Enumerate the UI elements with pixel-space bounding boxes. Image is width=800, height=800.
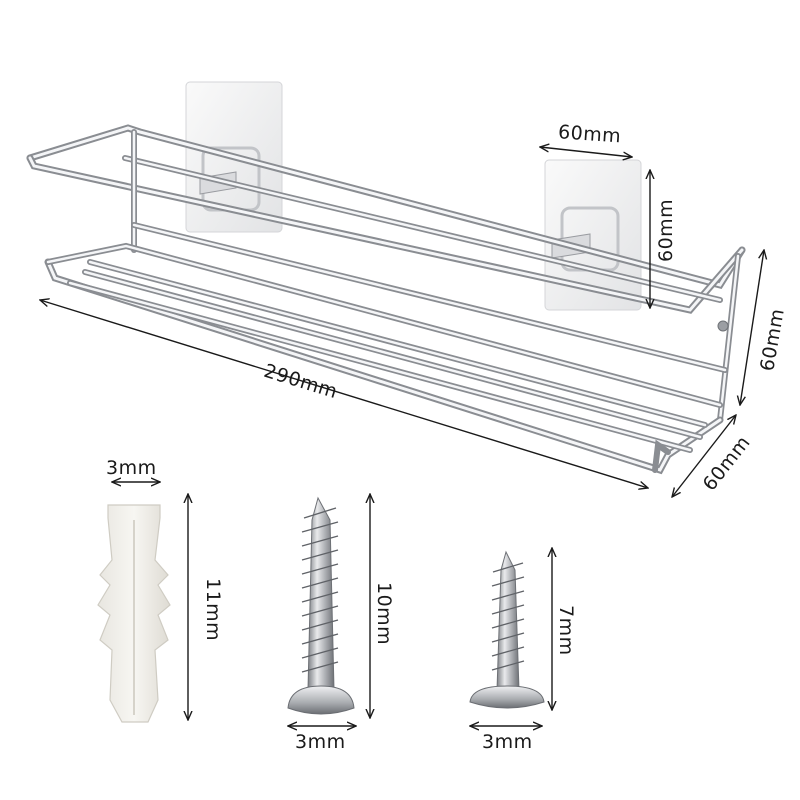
small-screw-head-label: 3mm — [482, 731, 533, 753]
large-screw — [287, 496, 355, 715]
large-screw-head-label: 3mm — [295, 731, 346, 753]
large-screw-length-label: 10mm — [373, 582, 395, 645]
rack-height-label: 60mm — [756, 307, 789, 373]
hook-width-label: 60mm — [557, 121, 622, 147]
hook-height-dimension: 60mm — [650, 170, 677, 308]
large-screw-head-dimension: 3mm — [288, 726, 356, 753]
anchor-width-label: 3mm — [106, 457, 157, 479]
small-screw-head-dimension: 3mm — [470, 726, 542, 753]
hook-height-label: 60mm — [655, 199, 677, 262]
small-screw-length-label: 7mm — [555, 605, 577, 656]
hook-width-dimension: 60mm — [540, 121, 632, 157]
rack-depth-label: 60mm — [699, 432, 755, 495]
wall-anchor — [97, 504, 171, 723]
anchor-width-dimension: 3mm — [106, 457, 160, 482]
anchor-length-label: 11mm — [202, 578, 224, 641]
anchor-length-dimension: 11mm — [188, 494, 224, 720]
small-screw — [469, 550, 545, 709]
rack-height-dimension: 60mm — [740, 250, 789, 405]
small-screw-length-dimension: 7mm — [552, 548, 577, 710]
large-screw-length-dimension: 10mm — [370, 494, 395, 718]
